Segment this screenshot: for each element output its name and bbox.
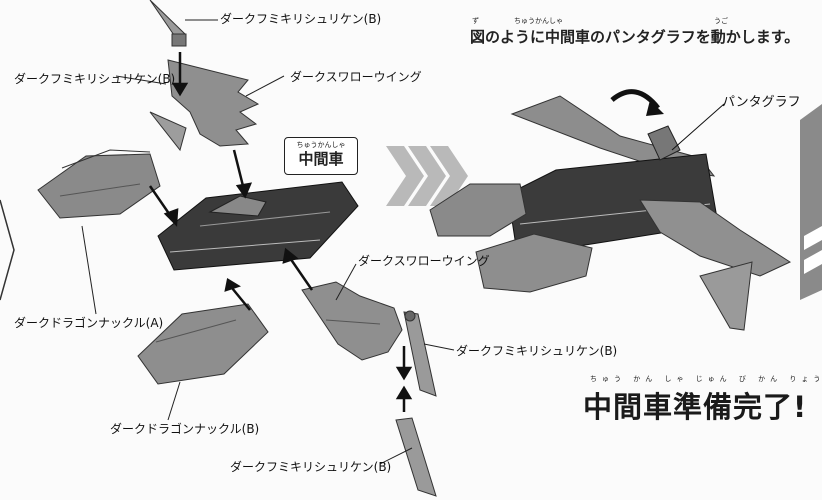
completion-message: 中間車準備完了! — [583, 390, 808, 424]
badge-label: 中間車 — [298, 150, 344, 168]
assembly-arrows — [148, 52, 413, 412]
center-car-badge: ちゅうかんしゃ 中間車 — [284, 137, 358, 175]
badge-ruby: ちゅうかんしゃ — [296, 141, 346, 149]
label-dragon-knuckle-b: ダークドラゴンナックル(B) — [110, 422, 260, 436]
heading-ruby-2: ちゅうかんしゃ — [514, 17, 563, 25]
center-car-part — [157, 181, 359, 271]
instruction-heading: ず ちゅうかんしゃ うご 図のように中間車のパンタグラフを動かします。 — [470, 17, 800, 47]
label-shuriken-top: ダークフミキリシュリケン(B) — [220, 12, 382, 26]
label-swallow-wing-top: ダークスワローウイング — [290, 70, 422, 84]
shuriken-right-part — [403, 310, 437, 397]
step-edge-marker — [0, 199, 15, 301]
label-swallow-wing-mid: ダークスワローウイング — [358, 254, 490, 268]
assembled-car-part — [429, 89, 792, 331]
side-decoration — [800, 104, 822, 300]
heading-text: 図のように中間車のパンタグラフを動かします。 — [470, 28, 800, 46]
completion-ruby: ちゅう かん しゃ じゅん び かん りょう — [590, 375, 822, 383]
heading-ruby-1: ず — [472, 17, 479, 25]
next-step-chevrons — [386, 146, 468, 206]
shuriken-top-part — [149, 0, 187, 47]
dragon-knuckle-a-part — [37, 149, 161, 219]
label-shuriken-left: ダークフミキリシュリケン(B) — [14, 72, 176, 86]
shuriken-bottom-part — [395, 417, 437, 497]
heading-ruby-3: うご — [714, 17, 728, 25]
leader-lines — [81, 19, 455, 465]
label-shuriken-bottom: ダークフミキリシュリケン(B) — [230, 460, 392, 474]
label-pantograph: パンタグラフ — [722, 95, 801, 110]
dragon-knuckle-b-part — [137, 303, 269, 385]
label-dragon-knuckle-a: ダークドラゴンナックル(A) — [14, 316, 164, 330]
swallow-wing-mid-part — [301, 281, 403, 361]
label-shuriken-right: ダークフミキリシュリケン(B) — [456, 344, 618, 358]
swallow-wing-top-part — [149, 59, 260, 152]
